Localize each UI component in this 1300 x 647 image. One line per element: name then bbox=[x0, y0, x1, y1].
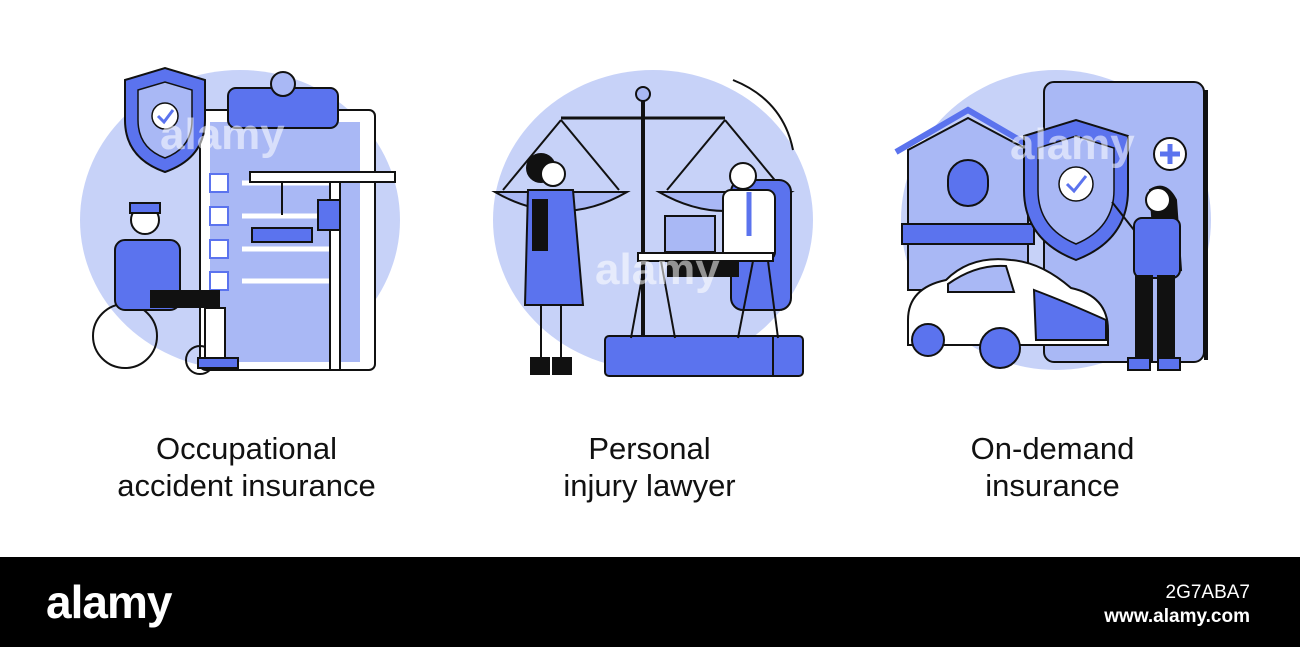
caption-line-2: injury lawyer bbox=[563, 468, 736, 503]
book-icon bbox=[604, 335, 804, 377]
caption-line-1: Personal bbox=[588, 431, 711, 466]
panel-occupational-accident-insurance: Occupational accident insurance bbox=[30, 0, 463, 557]
panel-personal-injury-lawyer: Personal injury lawyer bbox=[433, 0, 866, 557]
wheelchair-person-icon bbox=[92, 202, 239, 375]
caption-on-demand-insurance: On-demand insurance bbox=[836, 430, 1269, 504]
watermark: alamy bbox=[595, 245, 720, 294]
house-icon bbox=[894, 106, 1042, 291]
site-url: www.alamy.com bbox=[1104, 606, 1250, 627]
watermark: alamy bbox=[1010, 120, 1135, 169]
watermark: alamy bbox=[160, 110, 285, 159]
caption-line-2: insurance bbox=[985, 468, 1120, 503]
client-woman-icon bbox=[523, 153, 585, 375]
alamy-logo: alamy bbox=[46, 576, 172, 628]
car-house-phone-illustration bbox=[894, 70, 1211, 371]
checklist bbox=[209, 173, 229, 291]
customer-woman-icon bbox=[1111, 185, 1183, 371]
caption-personal-injury-lawyer: Personal injury lawyer bbox=[433, 430, 866, 504]
image-id-block: 2G7ABA7 www.alamy.com bbox=[1104, 581, 1250, 629]
lawyer-at-desk-icon bbox=[630, 162, 792, 339]
worker-wheelchair-illustration bbox=[80, 66, 400, 375]
panel-on-demand-insurance: On-demand insurance bbox=[836, 0, 1269, 557]
stock-footer-bar: alamy 2G7ABA7 www.alamy.com bbox=[0, 557, 1300, 647]
caption-line-1: On-demand bbox=[970, 431, 1135, 466]
caption-occupational-accident-insurance: Occupational accident insurance bbox=[30, 430, 463, 504]
image-id: 2G7ABA7 bbox=[1165, 582, 1251, 603]
caption-line-2: accident insurance bbox=[117, 468, 376, 503]
car-icon bbox=[907, 258, 1109, 369]
lawyer-scales-illustration bbox=[491, 70, 813, 377]
crane-icon bbox=[249, 171, 396, 371]
caption-line-1: Occupational bbox=[156, 431, 337, 466]
